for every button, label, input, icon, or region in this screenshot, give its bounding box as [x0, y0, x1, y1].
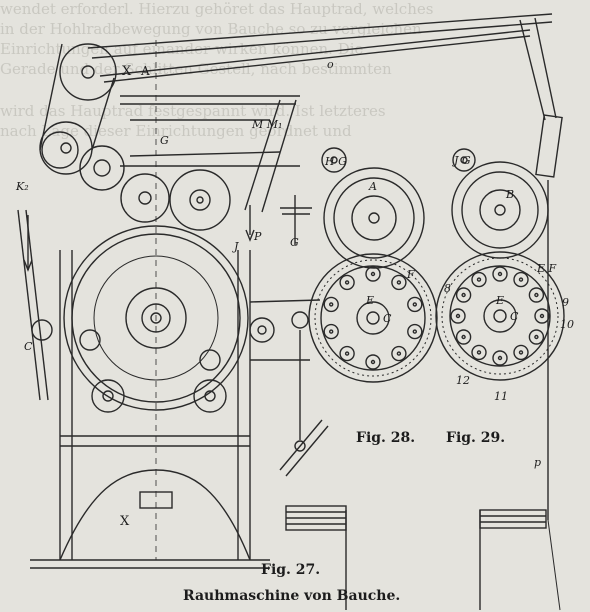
satellite-roller-axle: [497, 355, 503, 361]
fig29-label-b: B: [506, 188, 515, 201]
satellite-roller-axle: [455, 313, 461, 319]
satellite-roller-axle: [370, 359, 376, 365]
satellite-roller-axle: [412, 302, 417, 307]
handle-g: [245, 195, 312, 245]
satellite-roller-axle: [539, 313, 545, 319]
background-text-line-6: nach Lage dieser Einrichtungen geordnet …: [0, 122, 352, 140]
label-x-top: X: [122, 64, 132, 79]
satellite-roller-axle: [534, 334, 539, 340]
satellite-roller-axle: [370, 271, 376, 277]
pedestals: [285, 505, 547, 610]
satellite-roller-axle: [461, 334, 466, 340]
satellite-roller: [492, 350, 508, 366]
fig29-label-c: C: [510, 310, 519, 323]
upper-gears: [41, 131, 231, 231]
satellite-roller: [471, 344, 487, 361]
caption-title: Rauhmaschine von Bauche.: [183, 588, 401, 604]
right-bracket: [249, 299, 329, 477]
satellite-roller: [323, 323, 339, 340]
satellite-roller: [471, 271, 487, 288]
satellite-roller: [391, 274, 407, 291]
fig28-label-hg: H G: [325, 155, 347, 168]
fig28-label-a: A: [369, 180, 377, 193]
fig29-label-jg: J G: [454, 154, 471, 167]
satellite-roller: [365, 354, 381, 370]
fig29-drum: [435, 251, 565, 381]
satellite-roller-axle: [518, 350, 524, 355]
background-text-line-4: Gerade und der Schlitten Gestell, nach b…: [0, 60, 392, 78]
fig28-label-c: C: [383, 312, 392, 325]
satellite-roller: [455, 287, 472, 303]
label-c-left: C: [24, 340, 33, 353]
fig29-label-e: E: [496, 294, 505, 307]
label-p-right: p: [534, 456, 542, 469]
satellite-roller-axle: [476, 277, 482, 282]
satellite-roller: [528, 287, 545, 303]
caption-fig-29: Fig. 29.: [446, 430, 506, 446]
satellite-roller: [513, 344, 529, 361]
left-lever: [17, 209, 53, 401]
satellite-roller: [534, 308, 550, 324]
satellite-roller-axle: [412, 329, 417, 334]
label-j: J: [234, 240, 239, 253]
background-text-line-5: wird das Hauptrad festgespannt wird. Ist…: [0, 102, 386, 120]
fig29-label-ef: E F: [537, 262, 557, 275]
satellite-roller-axle: [518, 277, 524, 282]
label-g-upper: G: [160, 134, 169, 147]
fig29-label-8: 8: [444, 282, 451, 295]
satellite-roller: [407, 323, 423, 340]
satellite-roller: [455, 329, 472, 345]
fig29-label-9: 9: [562, 296, 569, 309]
fig28-label-f: F: [407, 268, 415, 281]
fig29-top-roller: [451, 148, 549, 259]
satellite-roller: [492, 266, 508, 282]
satellite-roller-axle: [396, 280, 402, 285]
satellite-roller-axle: [461, 292, 466, 298]
label-x-bottom: X: [120, 514, 130, 529]
background-text-line-1: wendet erforderl. Hierzu gehöret das Hau…: [0, 0, 434, 18]
fig29-label-10: 10: [560, 318, 574, 331]
caption-fig-28: Fig. 28.: [356, 430, 416, 446]
fig28-top-roller: [321, 147, 425, 269]
frame-arm: [120, 95, 300, 213]
fig29-label-11: 11: [494, 390, 508, 403]
label-o: o: [327, 58, 334, 71]
satellite-roller: [513, 271, 529, 288]
label-p: P: [254, 230, 262, 243]
satellite-roller-axle: [497, 271, 503, 277]
lower-rollers: [79, 329, 227, 413]
satellite-roller-axle: [344, 280, 350, 285]
satellite-roller: [407, 296, 423, 313]
satellite-roller: [450, 308, 466, 324]
label-g-handle: G: [290, 236, 299, 249]
satellite-roller-axle: [329, 302, 334, 307]
satellite-roller-axle: [344, 351, 350, 356]
satellite-roller: [528, 329, 545, 345]
satellite-roller: [391, 345, 407, 362]
fig28-label-e: E: [366, 294, 375, 307]
satellite-roller-axle: [476, 350, 482, 355]
fig28-drum: [308, 253, 438, 383]
satellite-roller-axle: [534, 292, 539, 298]
upper-left-pulley: [39, 43, 117, 175]
label-k2: K₂: [16, 180, 29, 193]
satellite-roller: [339, 274, 355, 291]
satellite-roller: [323, 296, 339, 313]
satellite-roller-axle: [329, 329, 334, 334]
label-mm1: M M₁: [252, 118, 283, 131]
fig29-label-12: 12: [456, 374, 470, 387]
satellite-roller: [339, 345, 355, 362]
satellite-roller-axle: [396, 351, 402, 356]
label-a-top: A: [141, 64, 150, 78]
caption-fig-27: Fig. 27.: [261, 562, 321, 578]
top-lever-beam: [87, 13, 563, 611]
satellite-roller: [365, 266, 381, 282]
background-text-line-2: in der Hohlradbewegung von Bauche so zu …: [0, 20, 422, 38]
machine-frame: [30, 40, 270, 569]
